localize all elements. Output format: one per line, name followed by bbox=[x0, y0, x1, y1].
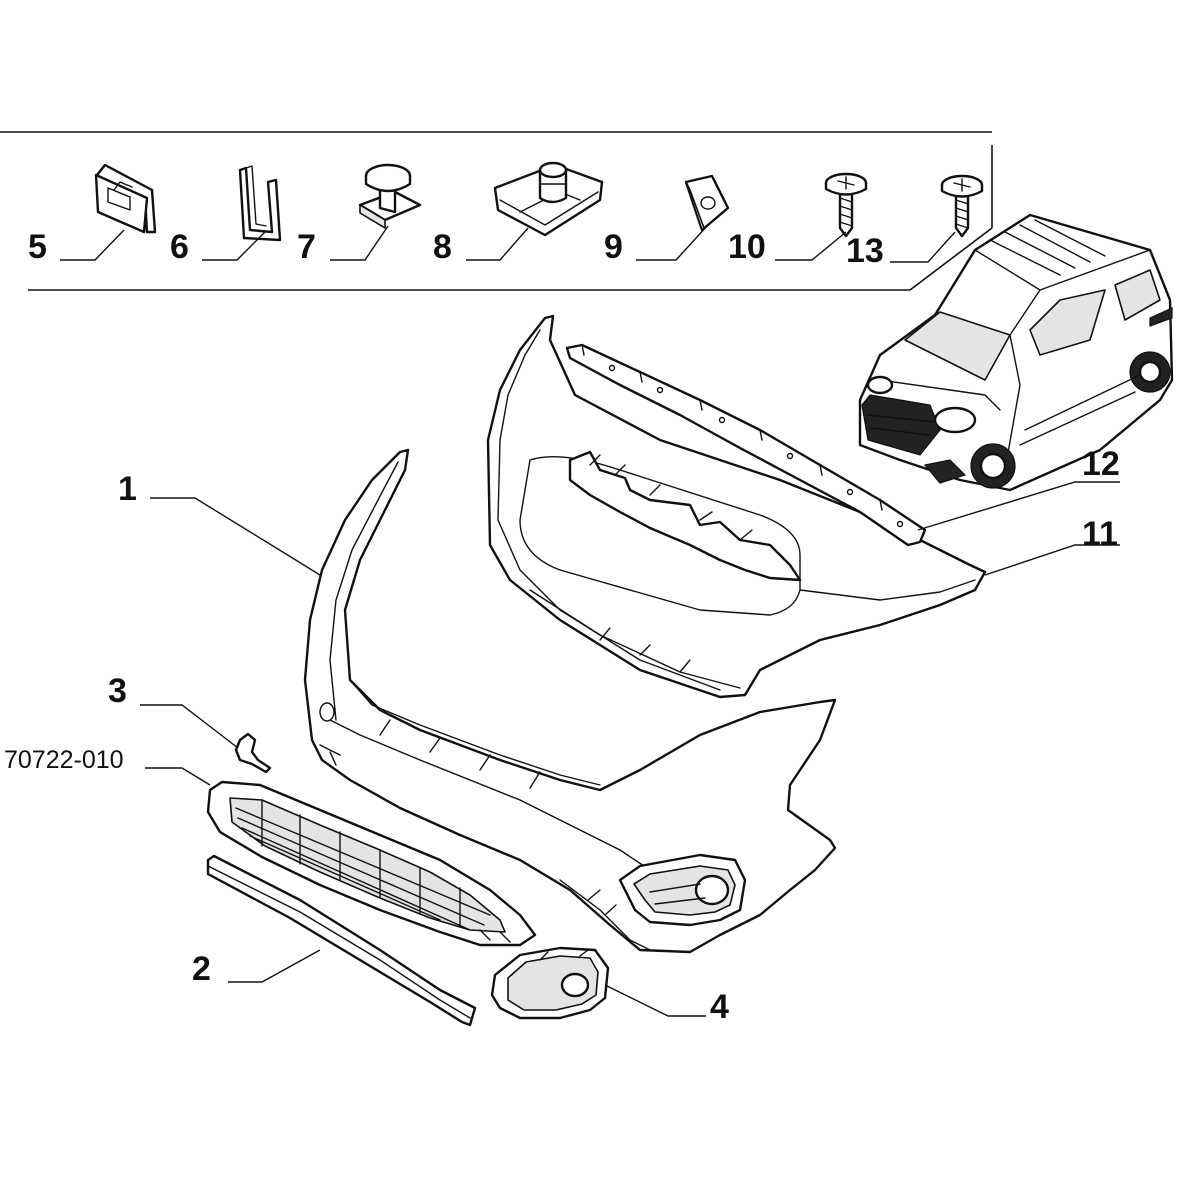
part-10-screw bbox=[824, 172, 868, 238]
part-11-upper-bumper bbox=[486, 314, 987, 699]
part-1-front-bumper bbox=[303, 448, 837, 954]
callout-ref: 70722-010 bbox=[4, 746, 124, 774]
part-6-u-clip bbox=[238, 165, 282, 242]
callout-6: 6 bbox=[170, 228, 189, 266]
callout-9: 9 bbox=[604, 228, 623, 266]
callout-4: 4 bbox=[710, 988, 729, 1026]
small-parts-separator bbox=[0, 131, 993, 291]
callout-12: 12 bbox=[1082, 445, 1120, 483]
part-9-tab-nut bbox=[684, 174, 730, 232]
part-8-nut-clip bbox=[493, 161, 604, 237]
callout-10: 10 bbox=[728, 228, 766, 266]
part-4-fog-bezel bbox=[490, 946, 610, 1020]
leader-lines bbox=[60, 224, 1120, 1017]
callout-3: 3 bbox=[108, 672, 127, 710]
callout-13: 13 bbox=[846, 232, 884, 270]
callout-7: 7 bbox=[297, 228, 316, 266]
callout-labels: 5 6 7 8 9 10 13 1 12 11 3 70722-010 2 4 bbox=[4, 228, 1120, 1026]
part-12-strip bbox=[565, 343, 927, 547]
callout-8: 8 bbox=[433, 228, 452, 266]
part-3-hook bbox=[234, 732, 272, 774]
part-5-clip bbox=[94, 163, 157, 234]
part-7-push-pin bbox=[358, 163, 422, 229]
callout-5: 5 bbox=[28, 228, 47, 266]
part-grille bbox=[206, 780, 537, 947]
part-13-screw bbox=[940, 174, 984, 238]
part-2-lower-strip bbox=[206, 854, 477, 1027]
vehicle-thumbnail bbox=[858, 213, 1174, 492]
callout-2: 2 bbox=[192, 950, 211, 988]
callout-1: 1 bbox=[118, 470, 137, 508]
callout-11: 11 bbox=[1082, 515, 1118, 553]
